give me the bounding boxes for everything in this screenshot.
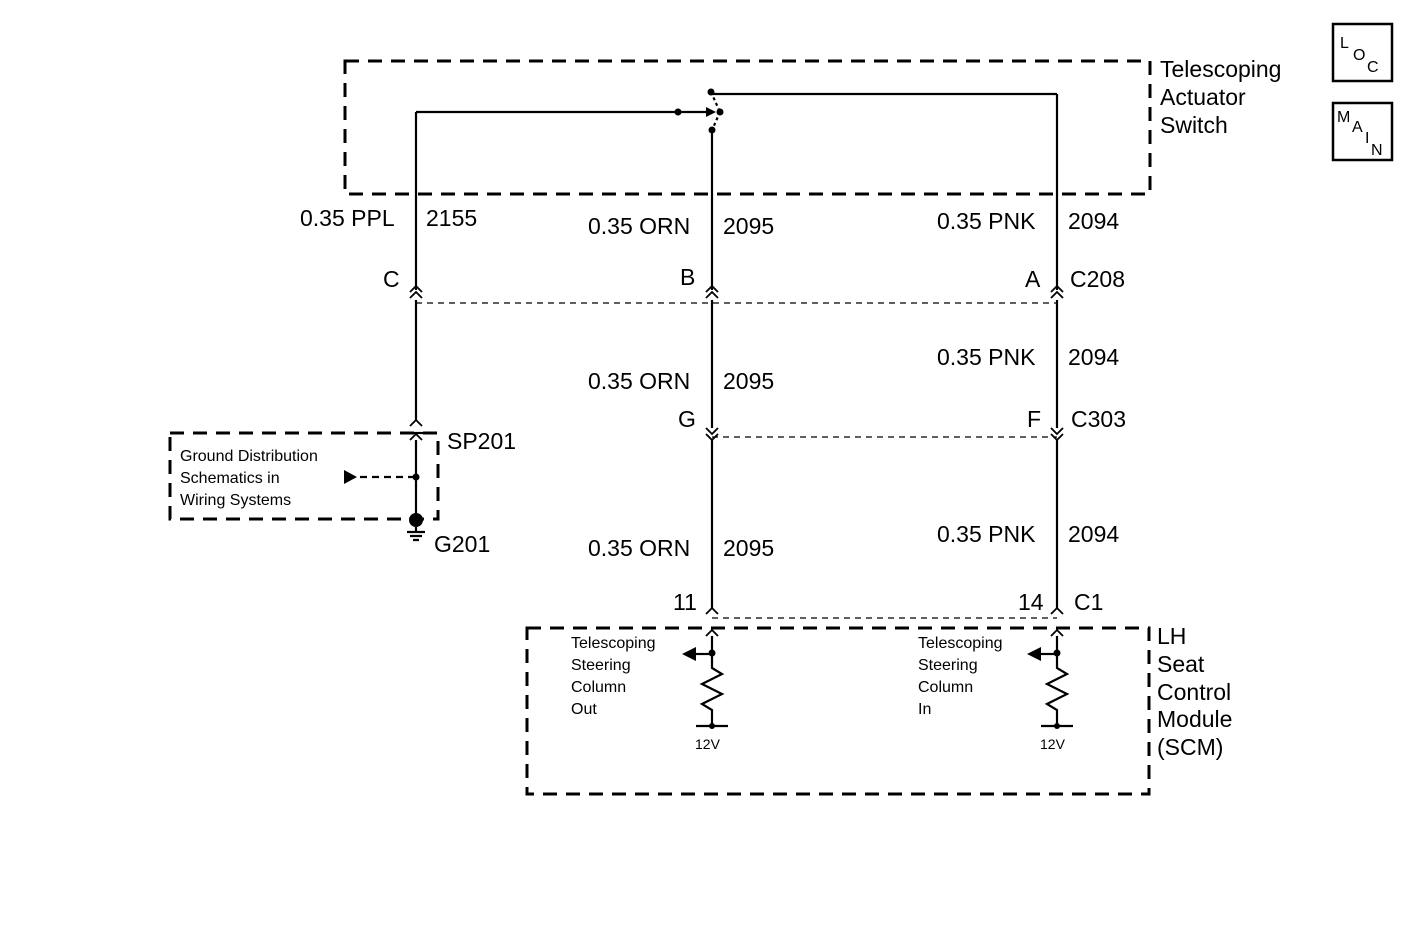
wire-label-left-low-circuit: 2095 [723,535,774,561]
wire-label-a-circuit: 2094 [1068,208,1119,234]
wire-label-b-circuit: 2095 [723,213,774,239]
connector-c303-terminals [705,427,1064,442]
wire-label-right-low-gauge: 0.35 PNK [937,521,1036,547]
ground-label: G201 [434,531,490,557]
main-icon[interactable]: M A I N [1331,101,1394,162]
ground-symbol [407,513,425,542]
input-out-voltage: 12V [695,736,721,752]
ground-ref-text: Ground Distribution Schematics in Wiring… [180,448,322,509]
connector-c1-terminals [705,606,1064,637]
splice-label: SP201 [447,428,516,454]
c208-pin-a: A [1025,266,1041,292]
wire-label-g-circuit: 2095 [723,368,774,394]
svg-text:O: O [1353,47,1365,64]
loc-icon[interactable]: L O C [1331,22,1394,83]
input-in-voltage: 12V [1040,736,1066,752]
module-box [525,626,1151,796]
splice-sp201 [344,418,424,518]
svg-text:M: M [1337,109,1350,126]
wire-label-b-gauge: 0.35 ORN [588,213,690,239]
pullup-resistor-out [682,636,728,729]
c208-name: C208 [1070,266,1125,292]
svg-text:I: I [1365,130,1369,147]
svg-text:N: N [1371,142,1383,159]
wire-label-left-low-gauge: 0.35 ORN [588,535,690,561]
switch-contacts [416,88,1057,134]
wire-label-right-low-circuit: 2094 [1068,521,1119,547]
wire-label-g-gauge: 0.35 ORN [588,368,690,394]
ground-ref-box [168,431,440,521]
wire-label-f-circuit: 2094 [1068,344,1119,370]
input-out-label: Telescoping Steering Column Out [571,635,660,718]
c1-name: C1 [1074,589,1103,615]
c1-pin-11: 11 [673,589,697,615]
svg-text:C: C [1367,59,1379,76]
c208-pin-c: C [383,266,400,292]
c303-name: C303 [1071,406,1126,432]
pullup-resistor-in [1027,636,1073,729]
switch-label: Telescoping Actuator Switch [1160,56,1288,138]
c1-pin-14: 14 [1018,589,1044,615]
c208-pin-b: B [680,264,695,290]
wire-label-c-circuit: 2155 [426,205,477,231]
svg-text:L: L [1340,35,1349,52]
connector-c208-terminals [409,284,1064,299]
input-in-label: Telescoping Steering Column In [918,635,1007,718]
c303-pin-g: G [678,406,696,432]
wire-label-a-gauge: 0.35 PNK [937,208,1036,234]
svg-text:A: A [1352,119,1363,136]
wire-label-f-gauge: 0.35 PNK [937,344,1036,370]
c303-pin-f: F [1027,406,1041,432]
wire-label-c-gauge: 0.35 PPL [300,205,395,231]
switch-box [343,59,1152,196]
module-label: LH Seat Control Module (SCM) [1157,623,1239,760]
